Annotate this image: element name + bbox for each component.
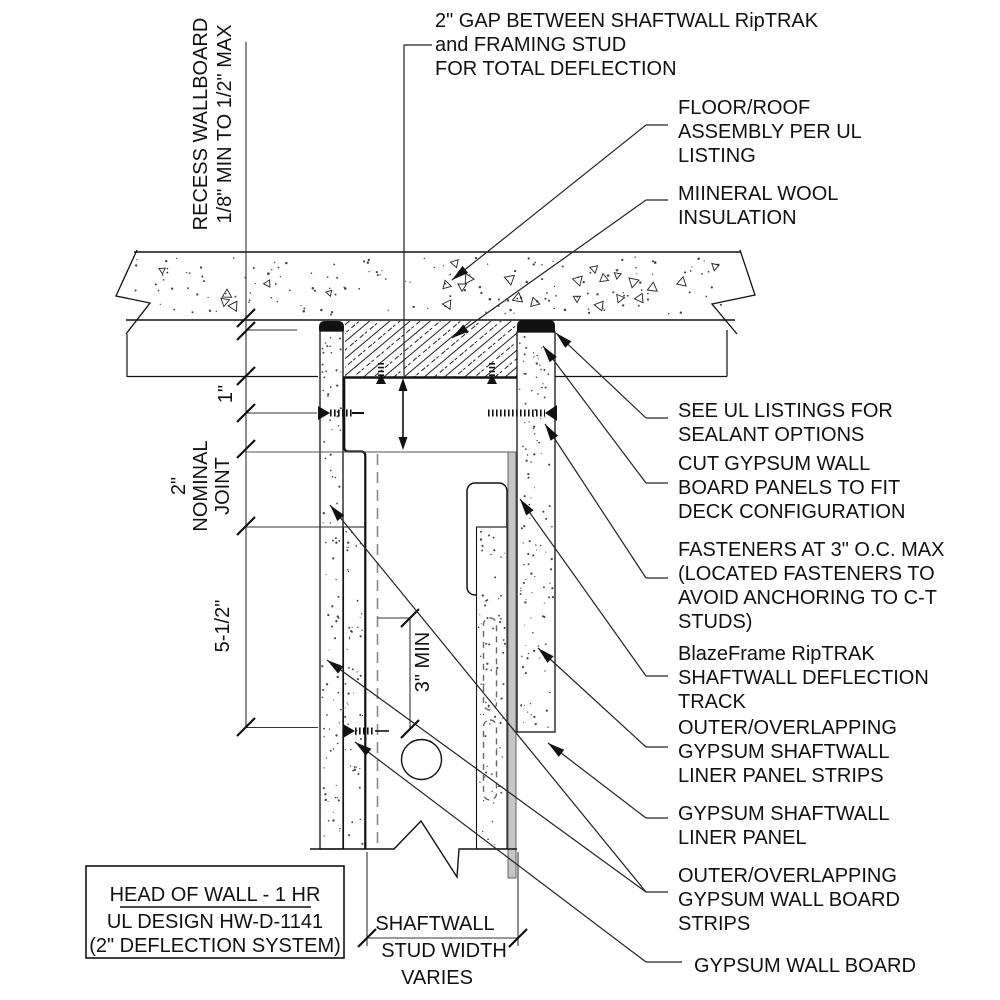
leader-lines [326, 124, 682, 963]
title-line2: UL DESIGN HW-D-1141 [107, 911, 323, 933]
stud-width-line2: STUD WIDTH [381, 940, 507, 962]
recess-note-line1: RECESS WALLBOARD [190, 18, 212, 231]
sealant-bead-left [319, 321, 344, 331]
dim-5half-label: 5-1/2" [212, 600, 234, 653]
recess-wallboard-note: RECESS WALLBOARD 1/8" MIN TO 1/2" MAX [190, 18, 236, 231]
dim-joint-line3: JOINT [212, 457, 234, 515]
wall-break-line [310, 819, 517, 880]
dimension-lines [245, 42, 519, 946]
top-note-line3: FOR TOTAL DEFLECTION [435, 58, 677, 80]
stud-width-line1: SHAFTWALL [375, 913, 494, 935]
dim-joint-line2: NOMINAL [190, 440, 212, 531]
top-note-line2: and FRAMING STUD [435, 34, 626, 56]
label-liner-strips-l2: GYPSUM SHAFTWALL [678, 741, 890, 763]
dimension-labels: 1" 2" NOMINAL JOINT 5-1/2" 3" MIN [168, 385, 434, 692]
fastener-screws [318, 363, 557, 738]
label-liner-strips-l3: LINER PANEL STRIPS [678, 765, 884, 787]
label-fasteners-l4: STUDS) [678, 611, 752, 633]
riptrak-slots [482, 617, 498, 801]
slab-break-right [710, 249, 756, 335]
label-sealant: SEE UL LISTINGS FOR [678, 400, 893, 422]
concrete-stipple [134, 256, 722, 316]
label-wallboard-strips-l2: GYPSUM WALL BOARD [678, 889, 900, 911]
dim-1in-label: 1" [215, 385, 237, 403]
wallboard-strip-layer [342, 526, 366, 850]
recess-note-line2: 1/8" MIN TO 1/2" MAX [214, 24, 236, 223]
label-floor-roof: FLOOR/ROOF [678, 97, 810, 119]
mineral-wool-insulation [345, 321, 517, 377]
label-mineral-wool-l2: INSULATION [678, 207, 797, 229]
label-liner-panel: GYPSUM SHAFTWALL [678, 803, 890, 825]
label-liner-strips: OUTER/OVERLAPPING [678, 717, 897, 739]
label-liner-panel-l2: LINER PANEL [678, 827, 807, 849]
label-sealant-l2: SEALANT OPTIONS [678, 424, 864, 446]
stud-width-line3: VARIES [401, 967, 473, 989]
title-line1: HEAD OF WALL - 1 HR [110, 884, 321, 906]
stud-punchout-hole [400, 738, 443, 781]
dimension-ticks [236, 308, 528, 948]
label-mineral-wool: MIINERAL WOOL [678, 183, 838, 205]
label-cut-gypsum: CUT GYPSUM WALL [678, 453, 870, 475]
label-wallboard-strips-l3: STRIPS [678, 913, 750, 935]
deck-edge-lines [126, 330, 728, 378]
left-gypsum-wallboard [319, 330, 344, 850]
label-riptrak-l2: SHAFTWALL DEFLECTION [678, 667, 929, 689]
right-label-column: FLOOR/ROOF ASSEMBLY PER UL LISTING MIINE… [678, 97, 944, 977]
label-fasteners: FASTENERS AT 3" O.C. MAX [678, 539, 944, 561]
stud-width-dimension-text: SHAFTWALL STUD WIDTH VARIES [375, 913, 506, 989]
title-line3: (2" DEFLECTION SYSTEM) [89, 935, 341, 957]
screw-left-horizontal [318, 406, 364, 420]
title-block: HEAD OF WALL - 1 HR UL DESIGN HW-D-1141 … [85, 865, 345, 959]
screw-top-left-vertical [376, 363, 386, 384]
screw-bottom-horizontal [343, 724, 389, 738]
screw-right-horizontal [488, 405, 557, 421]
label-fasteners-l3: AVOID ANCHORING TO C-T [678, 587, 937, 609]
label-cut-gypsum-l3: DECK CONFIGURATION [678, 501, 905, 523]
screw-top-right-vertical [487, 363, 497, 384]
label-riptrak-l3: TRACK [678, 691, 746, 713]
label-riptrak: BlazeFrame RipTRAK [678, 643, 875, 665]
right-gypsum-wallboard [516, 331, 556, 733]
slab-break-left [115, 249, 152, 335]
concrete-slab [115, 249, 756, 335]
dim-joint-line1: 2" [168, 477, 190, 495]
top-note-line1: 2" GAP BETWEEN SHAFTWALL RipTRAK [435, 10, 819, 32]
label-cut-gypsum-l2: BOARD PANELS TO FIT [678, 477, 900, 499]
label-wallboard-strips: OUTER/OVERLAPPING [678, 865, 897, 887]
top-note: 2" GAP BETWEEN SHAFTWALL RipTRAK and FRA… [435, 10, 819, 80]
sealant-bead-right [517, 320, 555, 332]
label-fasteners-l2: (LOCATED FASTENERS TO [678, 563, 935, 585]
title-block-border [85, 865, 345, 959]
liner-panel-strips [475, 526, 508, 850]
gap-leader-and-arrow [398, 44, 432, 450]
shaftwall-liner-panel [507, 451, 517, 879]
label-wallboard: GYPSUM WALL BOARD [694, 955, 916, 977]
label-floor-roof-l2: ASSEMBLY PER UL [678, 121, 862, 143]
dim-3min-label: 3" MIN [412, 632, 434, 692]
label-floor-roof-l3: LISTING [678, 145, 756, 167]
